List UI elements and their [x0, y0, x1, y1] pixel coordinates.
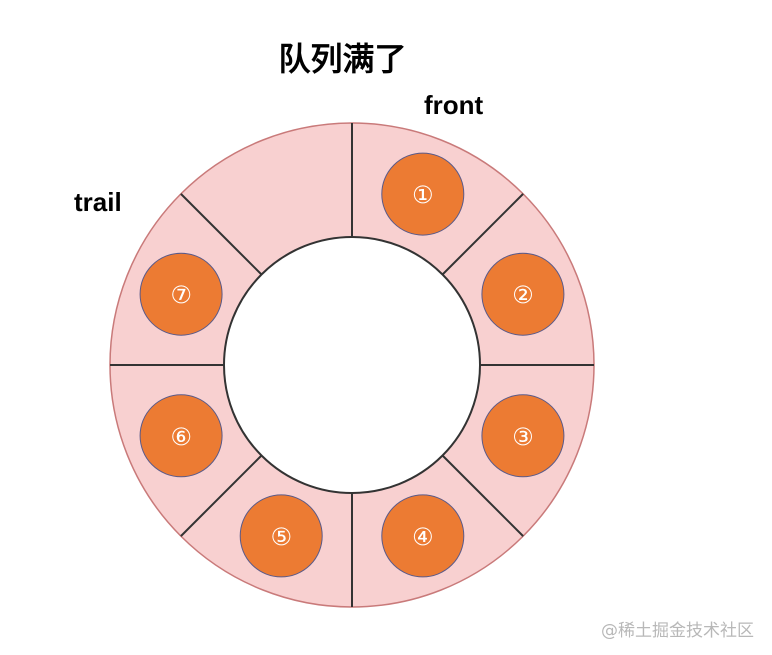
- queue-element-3: ③: [481, 394, 565, 478]
- element-label: ⑤: [270, 523, 292, 551]
- element-ball: [139, 394, 223, 478]
- slot-divider: [180, 454, 263, 537]
- watermark: @稀土掘金技术社区: [601, 621, 754, 641]
- element-ball: [481, 394, 565, 478]
- queue-element-5: ⑤: [239, 494, 323, 578]
- slot-divider: [441, 454, 524, 537]
- element-ball: [239, 494, 323, 578]
- diagram-title: 队列满了: [278, 40, 407, 78]
- queue-element-6: ⑥: [139, 394, 223, 478]
- element-label: ⑦: [170, 281, 192, 309]
- element-ball: [381, 152, 465, 236]
- trail-pointer-label: trail: [74, 187, 122, 217]
- queue-elements: ① ② ③ ④ ⑤ ⑥ ⑦: [139, 152, 565, 578]
- slot-dividers: [110, 123, 594, 607]
- queue-element-4: ④: [381, 494, 465, 578]
- front-pointer-label: front: [424, 90, 484, 120]
- slot-divider: [441, 193, 524, 276]
- queue-element-7: ⑦: [139, 252, 223, 336]
- queue-element-2: ②: [481, 252, 565, 336]
- queue-ring: [109, 122, 595, 608]
- queue-element-1: ①: [381, 152, 465, 236]
- element-ball: [381, 494, 465, 578]
- element-label: ①: [412, 181, 434, 209]
- element-label: ③: [512, 423, 534, 451]
- element-ball: [481, 252, 565, 336]
- element-label: ②: [512, 281, 534, 309]
- element-ball: [139, 252, 223, 336]
- element-label: ④: [412, 523, 434, 551]
- inner-hole: [223, 236, 481, 494]
- slot-divider: [180, 193, 263, 276]
- element-label: ⑥: [170, 423, 192, 451]
